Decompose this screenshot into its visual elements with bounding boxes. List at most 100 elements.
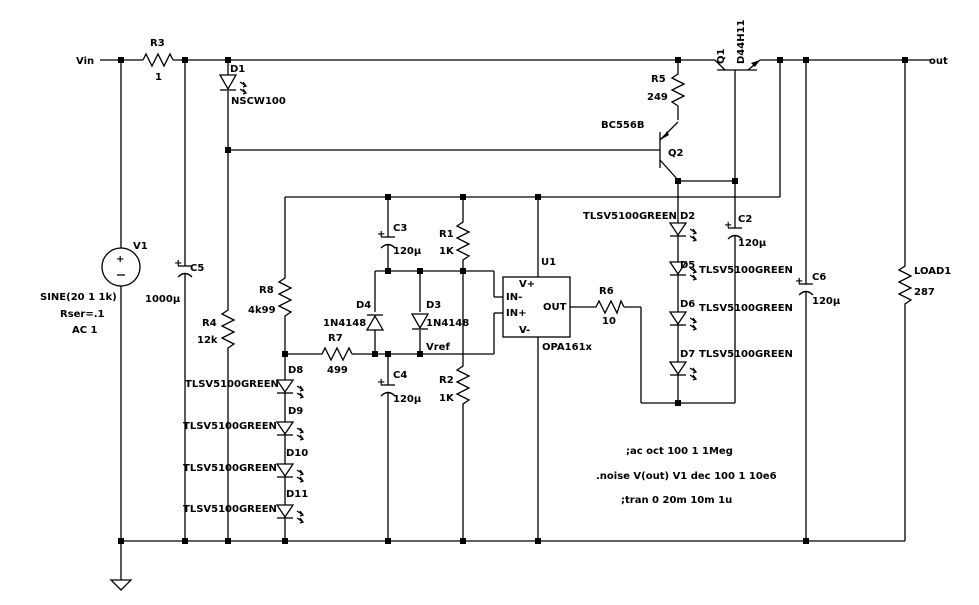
v1-plus-sign: + bbox=[116, 254, 124, 265]
r7-value: 499 bbox=[327, 365, 348, 376]
d3-ref: D3 bbox=[426, 300, 441, 311]
resistor-r3[interactable]: R3 1 bbox=[142, 38, 174, 83]
d1-value: NSCW100 bbox=[231, 96, 286, 107]
u1-pin-inplus: IN+ bbox=[506, 308, 526, 319]
q1-ref: Q1 bbox=[716, 48, 727, 64]
d10-ref: D10 bbox=[286, 448, 308, 459]
r2-value: 1K bbox=[439, 393, 455, 404]
r8-ref: R8 bbox=[259, 285, 274, 296]
capacitor-c2[interactable]: + C2 120µ bbox=[724, 214, 767, 249]
c2-plus: + bbox=[724, 220, 732, 231]
c6-ref: C6 bbox=[812, 272, 826, 283]
transistor-q1[interactable]: Q1 D44H11 bbox=[714, 19, 761, 84]
r1-value: 1K bbox=[439, 246, 455, 257]
resistor-r7[interactable]: R7 499 bbox=[318, 333, 353, 376]
c3-value: 120µ bbox=[393, 246, 422, 257]
u1-value: OPA161x bbox=[542, 342, 593, 353]
d9-value: TLSV5100GREEN bbox=[183, 421, 277, 432]
r6-ref: R6 bbox=[599, 286, 614, 297]
capacitor-c3[interactable]: + C3 120µ bbox=[377, 223, 422, 257]
r4-ref: R4 bbox=[202, 318, 217, 329]
resistor-load1[interactable]: LOAD1 287 bbox=[897, 262, 951, 308]
r5-value: 249 bbox=[647, 92, 668, 103]
q2-ref: Q2 bbox=[668, 148, 684, 159]
load1-value: 287 bbox=[914, 287, 935, 298]
u1-pin-out: OUT bbox=[543, 302, 567, 313]
directive-tran: ;tran 0 20m 10m 1u bbox=[621, 495, 732, 506]
d7-value: TLSV5100GREEN bbox=[699, 349, 793, 360]
d5-value: TLSV5100GREEN bbox=[699, 265, 793, 276]
capacitor-c5[interactable]: + C5 1000µ bbox=[145, 258, 204, 305]
wires bbox=[100, 59, 930, 580]
voltage-source-v1[interactable]: + V1 SINE(20 1 1k) Rser=.1 AC 1 bbox=[40, 241, 148, 336]
resistor-r4[interactable]: R4 12k bbox=[197, 306, 236, 354]
spice-directives: ;ac oct 100 1 1Meg .noise V(out) V1 dec … bbox=[596, 446, 777, 506]
c5-plus: + bbox=[174, 258, 182, 269]
q2-value: BC556B bbox=[601, 120, 644, 131]
capacitor-c6[interactable]: + C6 120µ bbox=[795, 272, 841, 307]
q1-value: D44H11 bbox=[736, 19, 747, 64]
r1-ref: R1 bbox=[439, 229, 454, 240]
resistor-r8[interactable]: R8 4k99 bbox=[248, 274, 293, 322]
diode-d4[interactable]: D4 1N4148 bbox=[323, 300, 385, 331]
r3-value: 1 bbox=[155, 72, 162, 83]
r8-value: 4k99 bbox=[248, 305, 276, 316]
d2-value: TLSV5100GREEN bbox=[583, 211, 677, 222]
v1-ref: V1 bbox=[133, 241, 148, 252]
d1-ref: D1 bbox=[230, 64, 245, 75]
directive-noise: .noise V(out) V1 dec 100 1 10e6 bbox=[596, 471, 777, 482]
d5-ref: D5 bbox=[680, 260, 695, 271]
u1-pin-vplus: V+ bbox=[519, 279, 535, 290]
directive-ac: ;ac oct 100 1 1Meg bbox=[626, 446, 733, 457]
r2-ref: R2 bbox=[439, 375, 454, 386]
led-d5[interactable]: D5 TLSV5100GREEN bbox=[668, 260, 793, 281]
transistor-q2[interactable]: BC556B Q2 bbox=[601, 120, 684, 181]
led-d10[interactable]: D10 TLSV5100GREEN bbox=[183, 448, 308, 483]
led-d7[interactable]: D7 TLSV5100GREEN bbox=[668, 349, 793, 381]
net-label-vref: Vref bbox=[426, 342, 450, 353]
r4-value: 12k bbox=[197, 335, 218, 346]
d4-value: 1N4148 bbox=[323, 318, 366, 329]
load1-ref: LOAD1 bbox=[914, 266, 951, 277]
net-label-out: out bbox=[929, 56, 948, 67]
d8-ref: D8 bbox=[288, 365, 303, 376]
net-label-vin: Vin bbox=[76, 56, 94, 67]
opamp-u1[interactable]: V+ IN- IN+ V- OUT U1 OPA161x bbox=[502, 257, 593, 353]
d4-ref: D4 bbox=[356, 300, 371, 311]
led-d8[interactable]: D8 TLSV5100GREEN bbox=[185, 365, 305, 399]
led-d6[interactable]: D6 TLSV5100GREEN bbox=[668, 299, 793, 331]
d2-ref: D2 bbox=[680, 211, 695, 222]
d6-ref: D6 bbox=[680, 299, 695, 310]
diode-d3[interactable]: D3 1N4148 bbox=[410, 300, 469, 330]
resistor-r2[interactable]: R2 1K bbox=[439, 362, 471, 406]
d11-ref: D11 bbox=[286, 489, 308, 500]
d9-ref: D9 bbox=[288, 406, 303, 417]
r5-ref: R5 bbox=[651, 74, 666, 85]
c6-value: 120µ bbox=[812, 296, 841, 307]
led-d2[interactable]: TLSV5100GREEN D2 bbox=[583, 211, 698, 242]
u1-pin-inminus: IN- bbox=[506, 292, 522, 303]
r7-ref: R7 bbox=[328, 333, 343, 344]
c4-ref: C4 bbox=[393, 370, 407, 381]
c4-value: 120µ bbox=[393, 394, 422, 405]
v1-line2: Rser=.1 bbox=[60, 309, 105, 320]
r6-value: 10 bbox=[602, 316, 616, 327]
capacitor-c4[interactable]: + C4 120µ bbox=[377, 370, 422, 405]
ground-symbol bbox=[109, 579, 133, 591]
u1-ref: U1 bbox=[541, 257, 556, 268]
resistor-r1[interactable]: R1 1K bbox=[439, 218, 471, 262]
led-d11[interactable]: D11 TLSV5100GREEN bbox=[183, 489, 308, 524]
r3-ref: R3 bbox=[150, 38, 165, 49]
c6-plus: + bbox=[795, 276, 803, 287]
c3-plus: + bbox=[377, 229, 385, 240]
resistor-r6[interactable]: R6 10 bbox=[592, 286, 625, 327]
v1-line3: AC 1 bbox=[72, 325, 98, 336]
resistor-r5[interactable]: R5 249 bbox=[647, 70, 686, 107]
c4-plus: + bbox=[377, 377, 385, 388]
d10-value: TLSV5100GREEN bbox=[183, 463, 277, 474]
led-d1[interactable]: D1 NSCW100 bbox=[218, 64, 286, 107]
led-d9[interactable]: D9 TLSV5100GREEN bbox=[183, 406, 305, 441]
v1-line1: SINE(20 1 1k) bbox=[40, 292, 117, 303]
junctions bbox=[118, 57, 908, 544]
